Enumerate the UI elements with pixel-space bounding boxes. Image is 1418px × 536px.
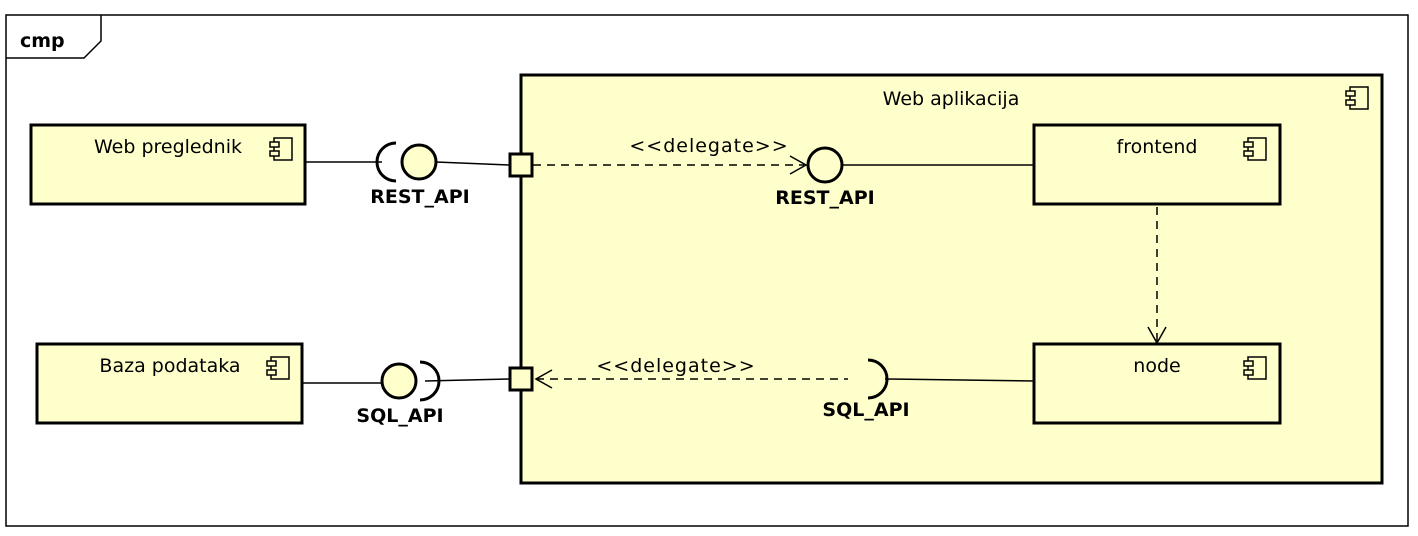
delegate-rest-label: <<delegate>> [629, 135, 788, 157]
rest-api-outer-label: REST_API [370, 186, 469, 208]
sql-api-inner-interface: SQL_API [822, 358, 1035, 421]
frame-tag: cmp [20, 30, 65, 52]
node-label: node [1133, 355, 1180, 377]
lollipop-icon [400, 143, 438, 181]
rest-delegate-connector: <<delegate>> [533, 135, 808, 175]
web-browser-component[interactable]: Web preglednik [29, 123, 307, 206]
rest-api-inner-interface: REST_API [775, 146, 1034, 209]
web-app-label: Web aplikacija [883, 88, 1020, 110]
sql-api-outer-interface: SQL_API [302, 360, 510, 427]
database-label: Baza podataka [99, 355, 240, 377]
sql-api-inner-label: SQL_API [822, 399, 909, 421]
arrow-head-icon [534, 369, 553, 389]
arrow-head-icon [789, 155, 808, 175]
sql-api-outer-label: SQL_API [356, 405, 443, 427]
frontend-node-dependency [1147, 207, 1167, 345]
frontend-component[interactable]: frontend [1032, 123, 1282, 206]
database-component[interactable]: Baza podataka [35, 342, 304, 425]
lollipop-icon [380, 362, 418, 400]
rest-port[interactable] [508, 152, 534, 178]
rest-api-outer-interface: REST_API [305, 141, 510, 208]
sql-port[interactable] [508, 366, 534, 392]
rest-api-inner-label: REST_API [775, 187, 874, 209]
delegate-sql-label: <<delegate>> [596, 355, 755, 377]
sql-delegate-connector: <<delegate>> [534, 355, 848, 389]
frontend-label: frontend [1117, 136, 1198, 158]
arrow-head-icon [1147, 326, 1167, 345]
socket-icon [375, 141, 397, 183]
web-browser-label: Web preglednik [94, 136, 242, 158]
node-component[interactable]: node [1032, 342, 1282, 425]
lollipop-icon [806, 146, 844, 184]
